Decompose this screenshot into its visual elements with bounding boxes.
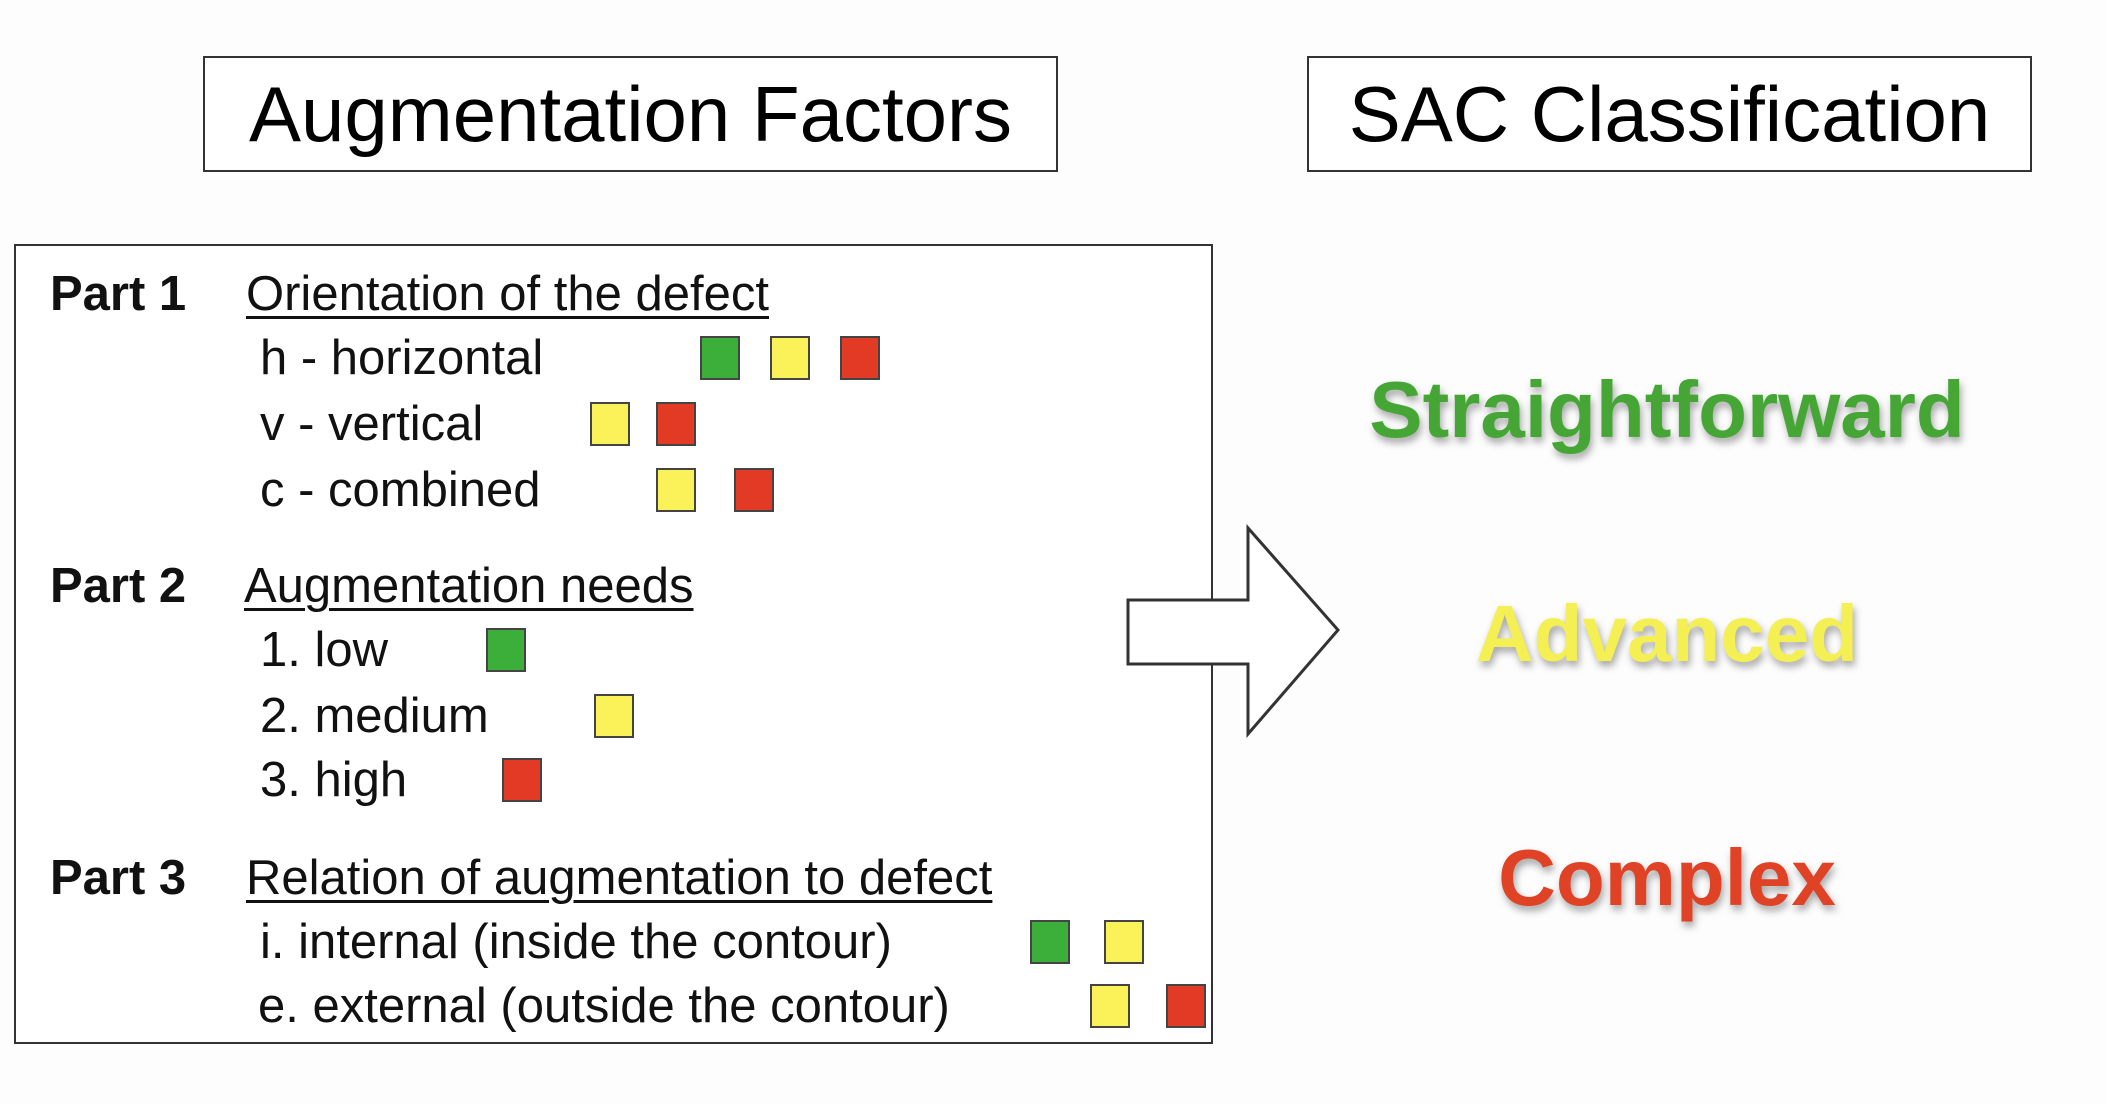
sac-classification-title: SAC Classification [1307,56,2032,172]
green-square [700,336,740,380]
list-item: h - horizontal [260,330,880,386]
yellow-square [590,402,630,446]
part-1-label: Part 1 [50,267,187,321]
classification-complex: Complex [1498,833,1836,922]
item-label: c - combined [260,463,541,517]
list-item: c - combined [260,462,774,518]
part-2-heading: Augmentation needs [244,559,694,613]
red-square [734,468,774,512]
part-2-label: Part 2 [50,559,187,613]
item-label: v - vertical [260,397,484,451]
green-square [1030,920,1070,964]
part-1-heading: Orientation of the defect [246,267,769,321]
red-square [656,402,696,446]
list-item: i. internal (inside the contour) [260,914,1144,970]
yellow-square [1090,984,1130,1028]
item-label: e. external (outside the contour) [258,979,950,1033]
item-label: 2. medium [260,689,489,743]
right-arrow-icon [1126,524,1340,739]
part-3-label: Part 3 [50,851,187,905]
item-label: i. internal (inside the contour) [260,915,892,969]
item-label: h - horizontal [260,331,544,385]
item-label: 3. high [260,753,408,807]
augmentation-factors-panel: Part 1 Orientation of the defect h - hor… [14,244,1213,1044]
list-item: 2. medium [260,688,634,744]
green-square [486,628,526,672]
classification-advanced: Advanced [1475,589,1859,678]
yellow-square [656,468,696,512]
red-square [502,758,542,802]
list-item: 3. high [260,752,542,808]
list-item: v - vertical [260,396,696,452]
yellow-square [594,694,634,738]
item-label: 1. low [260,623,389,677]
red-square [1166,984,1206,1028]
yellow-square [770,336,810,380]
part-3-heading: Relation of augmentation to defect [246,851,993,905]
list-item: 1. low [260,622,526,678]
augmentation-factors-title: Augmentation Factors [203,56,1058,172]
list-item: e. external (outside the contour) [258,978,1206,1034]
red-square [840,336,880,380]
classification-straightforward: Straightforward [1369,365,1965,454]
yellow-square [1104,920,1144,964]
